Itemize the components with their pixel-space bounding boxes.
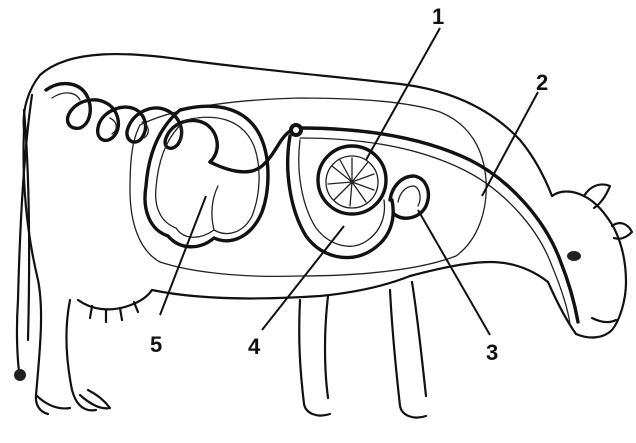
leader-3 [418,210,490,335]
label-2: 2 [536,70,548,95]
leader-lines [160,28,538,335]
leader-1 [366,28,440,160]
rumen [145,106,268,247]
leader-2 [482,92,538,196]
label-4: 4 [248,334,261,359]
label-3: 3 [486,340,498,365]
abomasum [288,136,393,258]
label-1: 1 [432,4,444,29]
intestines [46,84,303,172]
label-5: 5 [150,332,162,357]
omasum [318,146,386,214]
leader-4 [262,226,344,330]
reticulum [390,176,428,218]
esophagus [300,128,578,324]
body-cavity [130,98,486,276]
